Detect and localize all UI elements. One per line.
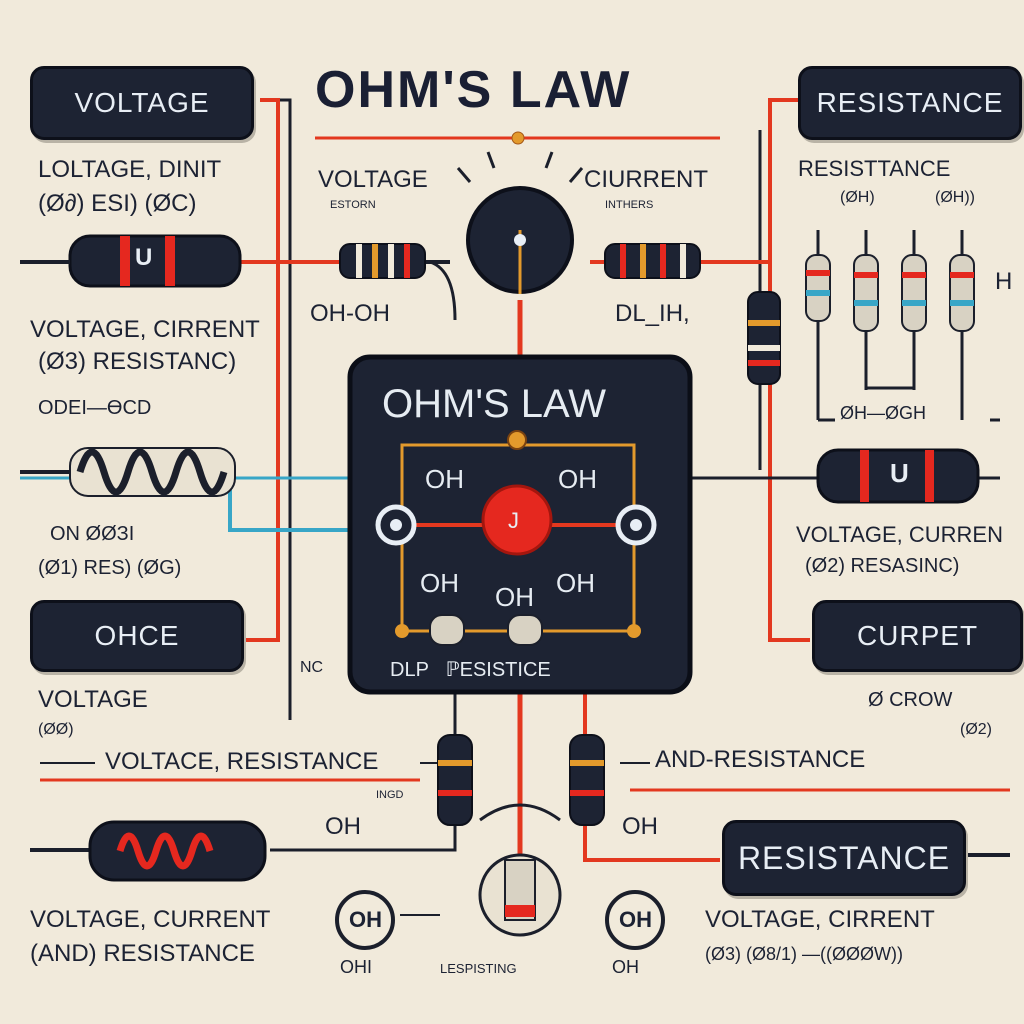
panel-node-label-3: OH <box>420 568 459 598</box>
bottom-ohi-left: OHI <box>340 957 373 977</box>
oh-circle-right <box>605 890 665 950</box>
left-on-sub: (Ø1) RES) (ØG) <box>38 557 182 579</box>
top-current: CIURRENT <box>584 166 708 193</box>
top-voltage-sub: ESTORN <box>330 199 376 211</box>
left-rail-wire <box>240 98 280 642</box>
panel-node-label-5: OH <box>556 568 595 598</box>
small-resistor-2 <box>604 243 701 279</box>
left-bottom-text-2: (AND) RESISTANCE <box>30 940 255 967</box>
panel-center-node <box>481 484 553 556</box>
right-crow-sub: (Ø2) <box>960 721 992 738</box>
resistance-label-box: RESISTANCE <box>798 66 1022 140</box>
bottom-circle-oh-right: OH <box>619 907 652 932</box>
panel-node-label-1: OH <box>425 464 464 494</box>
top-dl-ih: DL_IH, <box>615 300 690 327</box>
resistor-bank-bodies <box>805 254 975 332</box>
bottom-resistor-left <box>437 734 473 826</box>
left-nc-mark: NC <box>300 659 324 676</box>
resistance-label-box-2: RESISTANCE <box>722 820 966 896</box>
title-node <box>511 131 525 145</box>
left-resistor-mark: U <box>135 244 153 271</box>
right-text-5: (Ø2) RESASINC) <box>805 555 960 577</box>
left-voltage-2-sub: (ØØ) <box>38 721 74 738</box>
left-coil-label: ODEI—ӨCD <box>38 397 152 419</box>
ohce-label-box: OHCE <box>30 600 244 672</box>
bottom-oh-left: OH <box>325 813 361 840</box>
small-resistor-1 <box>339 243 426 279</box>
left-text-1: LOLTAGE, DINIT <box>38 156 222 183</box>
right-text-1: RESISTTANCE <box>798 156 951 181</box>
top-oh-oh: OH-OH <box>310 300 390 327</box>
left-text-3: VOLTAGE, CIRRENT <box>30 316 260 343</box>
bottom-ohi-right: OH <box>612 957 639 977</box>
right-oh-line: ØH—ØGH <box>840 403 927 423</box>
left-text-4: (Ø3) RESISTANC) <box>38 348 237 375</box>
right-text-2: (ØH) <box>840 189 875 206</box>
left-voltage-2: VOLTAGE <box>38 686 148 713</box>
voltage-label-box: VOLTAGE <box>30 66 254 140</box>
panel-footer: DLP ℙESISTICE <box>390 659 551 681</box>
vertical-resistor-right <box>747 291 781 385</box>
right-text-4: VOLTAGE, CURREN <box>796 522 1003 547</box>
blue-wire <box>228 478 380 532</box>
bottom-lespisting: LESPISTING <box>440 961 517 976</box>
left-rail-black <box>280 98 292 720</box>
right-and-resistance: AND-RESISTANCE <box>655 746 866 773</box>
bottom-inod: INGD <box>376 789 404 801</box>
left-bottom-text-1: VOLTAGE, CURRENT <box>30 906 271 933</box>
panel-title: OHM'S LAW <box>382 382 606 426</box>
oh-circle-left <box>335 890 395 950</box>
panel-center-label: J <box>508 508 519 533</box>
right-bottom-text-1: VOLTAGE, CIRRENT <box>705 906 935 933</box>
bottom-resistor-right <box>569 734 605 826</box>
bottom-circle-oh-left: OH <box>349 907 382 932</box>
left-resistor <box>68 234 242 288</box>
right-resistor <box>816 448 980 504</box>
top-voltage: VOLTAGE <box>318 166 428 193</box>
top-current-sub: INTHERS <box>605 199 654 211</box>
right-h-mark: H <box>995 268 1013 295</box>
panel-node-label-4: OH <box>495 582 534 612</box>
bottom-oh-right: OH <box>622 813 658 840</box>
panel-node-label-2: OH <box>558 464 597 494</box>
curpet-label-box: CURPET <box>812 600 1023 672</box>
right-resistor-mark: U <box>890 458 909 488</box>
left-text-2: (Ø∂) ESI) (ØC) <box>38 190 197 217</box>
right-bottom-text-2: (Ø3) (Ø8/1) —((ØØØW)) <box>705 944 903 964</box>
left-voltage-resistance: VOLTACE, RESISTANCE <box>105 748 379 775</box>
right-crow: Ø CROW <box>868 689 953 711</box>
page-title: OHM'S LAW <box>315 61 632 119</box>
right-text-3: (ØH)) <box>935 189 975 206</box>
left-on-label: ON ØØЗI <box>50 523 135 545</box>
